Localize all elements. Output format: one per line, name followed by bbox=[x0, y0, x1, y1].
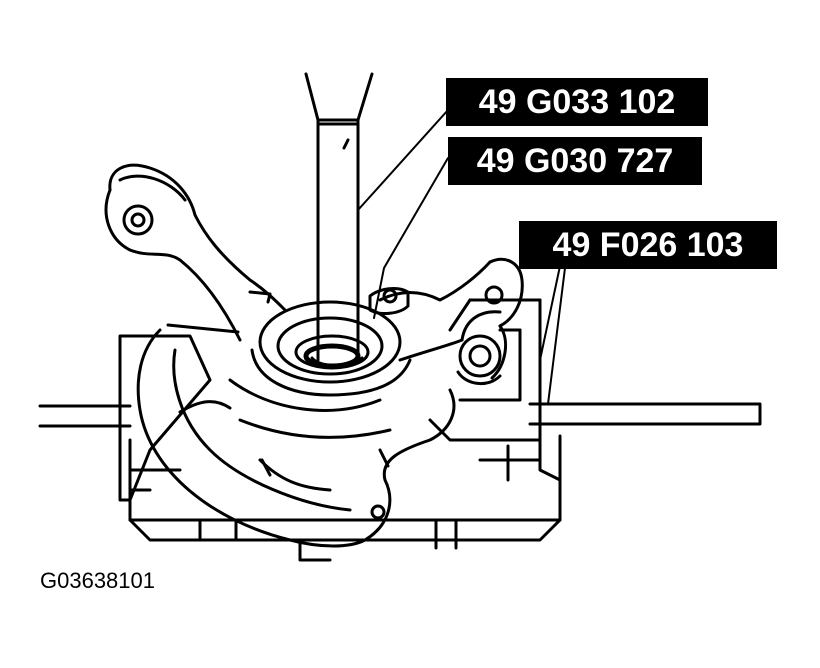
support-stand bbox=[118, 298, 562, 562]
leader-lines bbox=[357, 109, 566, 405]
steering-knuckle bbox=[104, 163, 524, 548]
figure-id: G03638101 bbox=[40, 568, 155, 593]
support-rails bbox=[38, 402, 762, 428]
tool-label-support: 49 F026 103 bbox=[519, 221, 777, 269]
tool-label-rod: 49 G033 102 bbox=[446, 78, 708, 126]
press-tool bbox=[304, 72, 374, 367]
tool-label-installer: 49 G030 727 bbox=[448, 137, 702, 185]
